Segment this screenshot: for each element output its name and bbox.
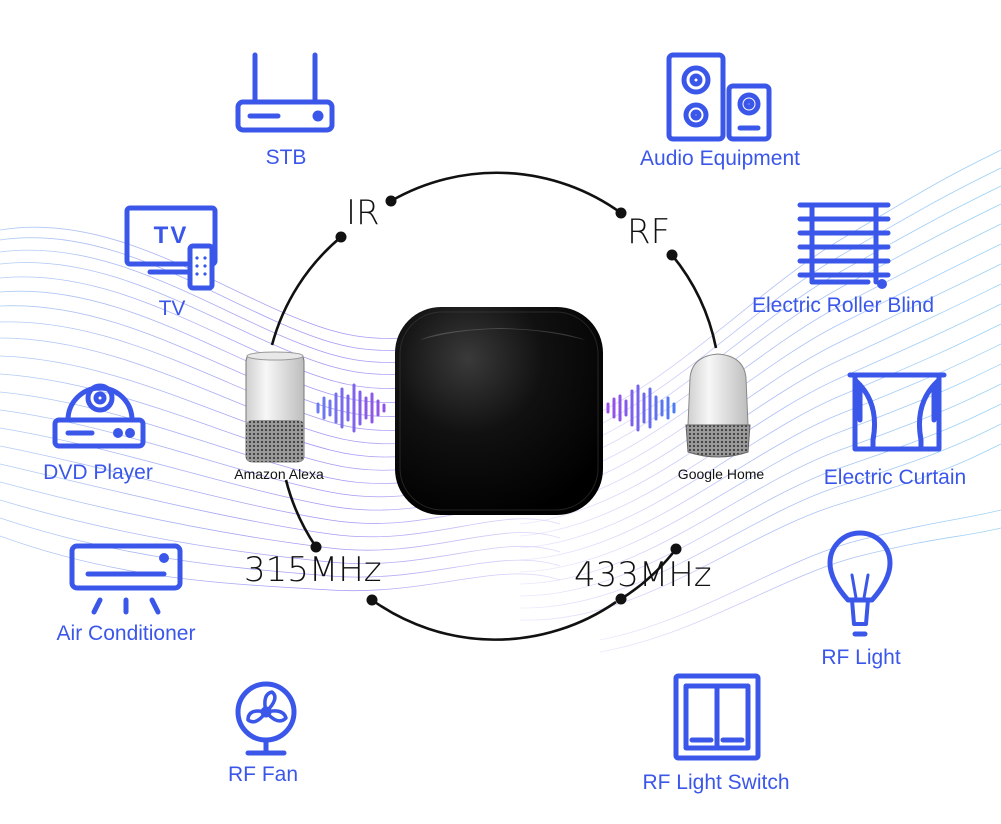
protocol-433mhz-label: 433MHz: [574, 555, 712, 595]
protocol-315mhz-label: 315MHz: [244, 550, 382, 590]
ring-node: [310, 541, 322, 553]
rf-fan-label: RF Fan: [227, 763, 299, 786]
stb-label: STB: [265, 146, 307, 169]
ir-rf-hub-device: [395, 307, 603, 515]
google-home-speaker-icon: [685, 353, 751, 458]
air-conditioner-label: Air Conditioner: [56, 622, 196, 645]
protocol-rf-label: RF: [627, 212, 671, 252]
ring-node: [385, 195, 397, 207]
ring-node: [615, 593, 627, 605]
fan-icon: [235, 681, 297, 756]
set-top-box-router-icon: [235, 52, 335, 133]
light-switch-icon: [673, 673, 761, 761]
audio-equipment-label: Audio Equipment: [640, 147, 800, 170]
amazon-alexa-speaker-icon: [245, 351, 305, 463]
rf-light-switch-label: RF Light Switch: [642, 771, 790, 794]
ring-node: [615, 207, 627, 219]
dvd-player-label: DVD Player: [43, 461, 153, 484]
dvd-player-icon: [52, 383, 146, 449]
tv-label: TV: [158, 297, 186, 320]
light-bulb-icon: [827, 530, 893, 637]
tv-screen-text: TV: [154, 222, 189, 249]
ring-node: [670, 543, 682, 555]
sound-wave-left: [316, 383, 386, 433]
sound-wave-right: [606, 384, 676, 432]
ring-nodes: [310, 195, 682, 606]
ring-node: [666, 249, 678, 261]
roller-blind-icon: [797, 202, 891, 289]
curtain-label: Electric Curtain: [823, 466, 967, 489]
air-conditioner-icon: [69, 543, 183, 615]
curtain-icon: [847, 372, 947, 452]
amazon-alexa-label: Amazon Alexa: [234, 466, 324, 482]
rf-light-label: RF Light: [821, 646, 901, 669]
audio-equipment-speakers-icon: [666, 52, 772, 142]
ring-node: [335, 231, 347, 243]
google-home-label: Google Home: [677, 466, 765, 482]
roller-blind-label: Electric Roller Blind: [751, 294, 935, 317]
tv-icon: [124, 205, 218, 291]
protocol-ir-label: IR: [346, 193, 380, 233]
ring-node: [366, 594, 378, 606]
background-waves-right: [519, 149, 1001, 653]
